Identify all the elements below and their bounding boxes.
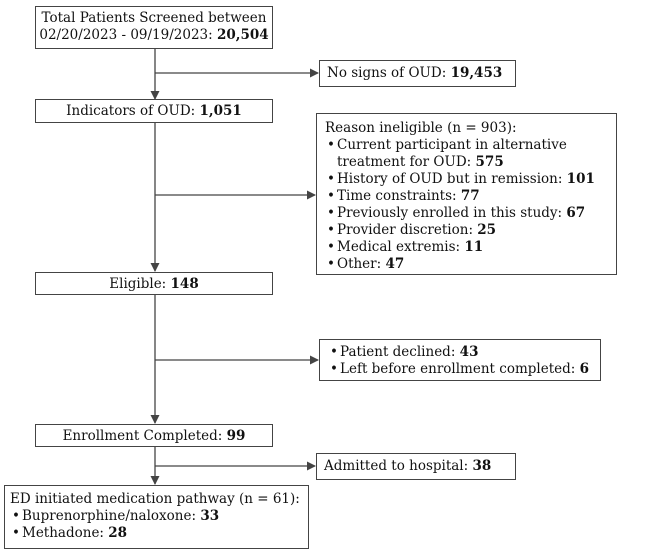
declined-box: Patient declined: 43 Left before enrollm… [319,339,601,381]
enrollment-value: 99 [226,428,246,444]
ineligible-title: Reason ineligible (n = 903): [325,120,517,136]
screened-box: Total Patients Screened between 02/20/20… [35,6,273,49]
ineligible-item-current: Current participant in alternative treat… [325,137,616,171]
indicators-value: 1,051 [199,103,242,119]
ineligible-box: Reason ineligible (n = 903): Current par… [316,113,617,275]
ineligible-item-time: Time constraints: 77 [325,188,616,205]
screened-line1: Total Patients Screened between [41,10,267,26]
admitted-value: 38 [472,458,492,474]
eligible-value: 148 [170,276,199,292]
indicators-box: Indicators of OUD: 1,051 [35,99,273,123]
pathway-list: Buprenorphine/naloxone: 33 Methadone: 28 [10,508,308,542]
ineligible-item-provider: Provider discretion: 25 [325,222,616,239]
ineligible-item-previously-enrolled: Previously enrolled in this study: 67 [325,205,616,222]
eligible-box: Eligible: 148 [35,272,273,295]
pathway-box: ED initiated medication pathway (n = 61)… [4,485,309,549]
enrollment-box: Enrollment Completed: 99 [35,424,273,447]
no-oud-value: 19,453 [450,65,503,81]
ineligible-list: Current participant in alternative treat… [325,137,616,273]
enrollment-label: Enrollment Completed: [62,428,227,444]
declined-item-left: Left before enrollment completed: 6 [328,361,600,378]
ineligible-item-remission: History of OUD but in remission: 101 [325,171,616,188]
screened-line2: 02/20/2023 - 09/19/2023: 20,504 [39,27,269,43]
ineligible-item-extremis: Medical extremis: 11 [325,239,616,256]
pathway-item-buprenorphine: Buprenorphine/naloxone: 33 [10,508,308,525]
admitted-label: Admitted to hospital: [324,458,473,474]
pathway-item-methadone: Methadone: 28 [10,525,308,542]
declined-list: Patient declined: 43 Left before enrollm… [328,344,600,378]
admitted-box: Admitted to hospital: 38 [316,453,516,480]
ineligible-item-other: Other: 47 [325,256,616,273]
pathway-title: ED initiated medication pathway (n = 61)… [10,491,300,507]
no-oud-label: No signs of OUD: [327,65,451,81]
screened-value: 20,504 [216,27,269,43]
eligible-label: Eligible: [109,276,171,292]
declined-item-patient: Patient declined: 43 [328,344,600,361]
indicators-label: Indicators of OUD: [66,103,200,119]
no-oud-box: No signs of OUD: 19,453 [319,60,516,87]
